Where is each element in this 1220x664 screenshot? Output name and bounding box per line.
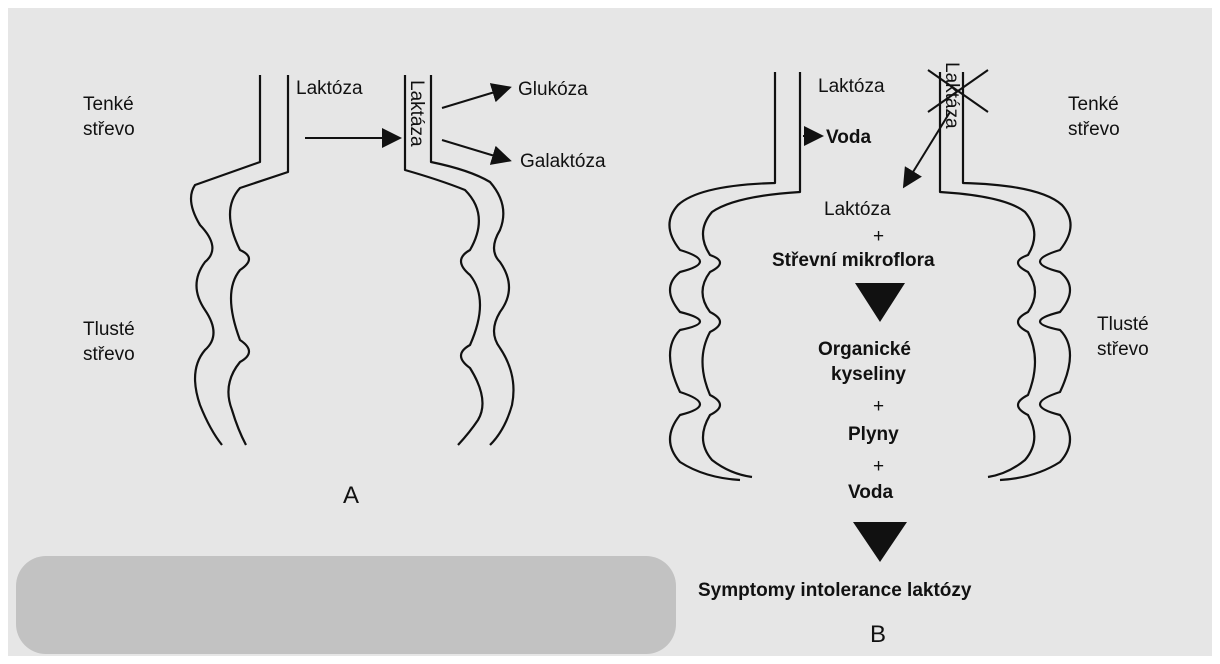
panel-b-acids-label-1: Organické <box>818 339 911 360</box>
panel-b-gases-label: Plyny <box>848 424 899 445</box>
panel-b-lactose-mid-label: Laktóza <box>824 199 891 220</box>
panel-a-enzyme-label: Laktáza <box>406 80 427 147</box>
panel-b-microflora-label: Střevní mikroflora <box>772 250 935 271</box>
panel-a-small-intestine-label-1: Tenké <box>83 94 134 115</box>
panel-b-water-bottom-label: Voda <box>848 482 893 503</box>
panel-a-galactose-label: Galaktóza <box>520 151 606 172</box>
panel-a-glucose-label: Glukóza <box>518 79 588 100</box>
panel-b-symptoms-label: Symptomy intolerance laktózy <box>698 580 972 601</box>
panel-b-acids-label-2: kyseliny <box>831 364 906 385</box>
panel-a-large-intestine-label-2: střevo <box>83 344 135 365</box>
panel-b-plus-1: + <box>873 226 884 247</box>
panel-a-large-intestine-label-1: Tlusté <box>83 319 135 340</box>
redacted-area <box>16 556 676 654</box>
panel-b-large-intestine-label-2: střevo <box>1097 339 1149 360</box>
panel-b-small-intestine-label-1: Tenké <box>1068 94 1119 115</box>
panel-b-small-intestine-label-2: střevo <box>1068 119 1120 140</box>
panel-b-lactose-top-label: Laktóza <box>818 76 885 97</box>
panel-a-lactose-label: Laktóza <box>296 78 363 99</box>
panel-a-small-intestine-label-2: střevo <box>83 119 135 140</box>
panel-b-label: B <box>870 621 886 648</box>
panel-b-water-top-label: Voda <box>826 127 871 148</box>
panel-b-plus-3: + <box>873 456 884 477</box>
panel-b-large-intestine-label-1: Tlusté <box>1097 314 1149 335</box>
panel-b-plus-2: + <box>873 396 884 417</box>
panel-a-label: A <box>343 482 359 509</box>
